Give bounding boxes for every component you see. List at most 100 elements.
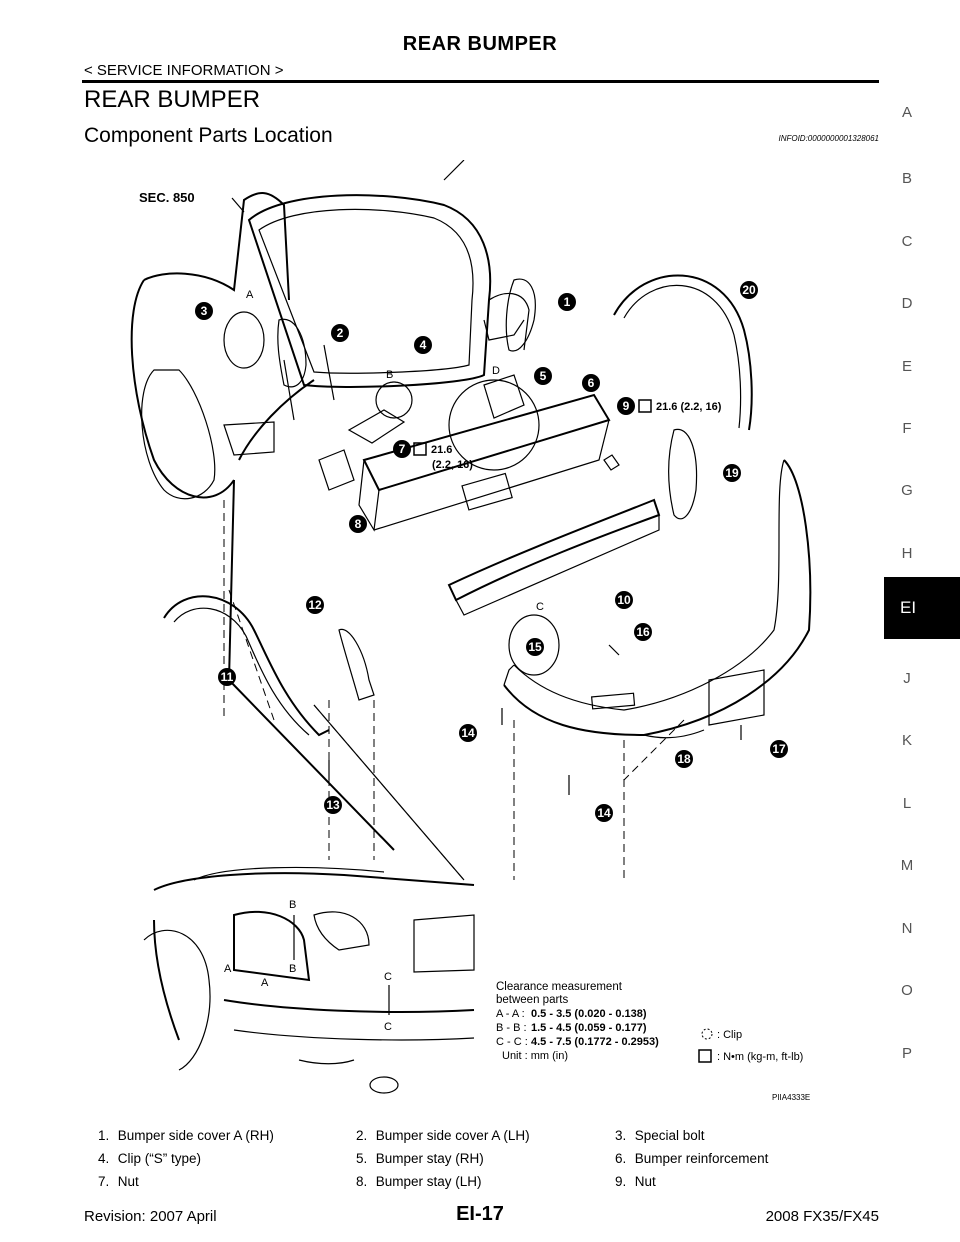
gap-label-c-top: C: [384, 971, 392, 983]
svg-text:Clearance measurement: Clearance measurement: [496, 981, 623, 993]
side-index-d[interactable]: D: [901, 295, 913, 312]
side-index-f[interactable]: F: [902, 420, 912, 437]
view-letter-a: A: [246, 289, 254, 301]
header-breadcrumb[interactable]: < SERVICE INFORMATION >: [84, 62, 284, 79]
callout-7: 7: [393, 440, 411, 458]
bumper-energy-absorber: [447, 498, 661, 602]
detail-view-c: [508, 614, 560, 676]
callout-13: 13: [324, 796, 342, 814]
svg-text:21.6: 21.6: [431, 444, 452, 456]
nut-9: [603, 454, 620, 471]
side-index-n[interactable]: N: [901, 920, 913, 937]
view-letter-d: D: [492, 365, 500, 377]
side-index-o[interactable]: O: [901, 982, 913, 999]
callout-14b: 14: [595, 804, 613, 822]
svg-text:18: 18: [677, 752, 691, 766]
svg-text:1: 1: [564, 295, 571, 309]
view-letter-b: B: [386, 369, 393, 381]
section-title: REAR BUMPER: [84, 86, 261, 113]
svg-text:12: 12: [308, 598, 322, 612]
view-letter-c: C: [536, 601, 544, 613]
callout-3: 3: [195, 302, 213, 320]
figure-code: PIIA4333E: [772, 1093, 810, 1102]
callout-18: 18: [675, 750, 693, 768]
fender-protector-rh: [613, 274, 753, 431]
gap-label-b-top: B: [289, 899, 296, 911]
side-index-b[interactable]: B: [901, 170, 912, 187]
vehicle-body-outline: [130, 160, 530, 851]
callout-19: 19: [723, 464, 741, 482]
svg-text:between parts: between parts: [496, 994, 568, 1006]
svg-text:5: 5: [540, 369, 547, 383]
svg-text:15: 15: [528, 640, 542, 654]
bumper-stay-rh: [483, 374, 525, 419]
side-index-c[interactable]: C: [901, 233, 913, 250]
svg-text:17: 17: [772, 742, 786, 756]
svg-text:(2.2, 16): (2.2, 16): [432, 459, 473, 471]
callout-10: 10: [615, 591, 633, 609]
svg-text:14: 14: [597, 806, 611, 820]
legend-row: 4. Clip (“S” type) 5. Bumper stay (RH) 6…: [98, 1151, 769, 1166]
callout-9: 9: [617, 397, 635, 415]
callout-11: 11: [218, 668, 236, 686]
side-index-ei[interactable]: EI: [884, 577, 960, 639]
gap-label-b-bottom: B: [289, 963, 296, 975]
callout-15: 15: [526, 638, 544, 656]
detail-view-a: [223, 311, 265, 369]
clip-16: [608, 644, 620, 656]
bumper-side-cover-rh: [505, 278, 536, 352]
footer-revision: Revision: 2007 April: [84, 1208, 217, 1225]
svg-text:8: 8: [355, 517, 362, 531]
side-index-j[interactable]: J: [903, 670, 911, 687]
section-subtitle: Component Parts Location: [84, 124, 333, 147]
footer-page-number: EI-17: [456, 1203, 504, 1225]
svg-text:9: 9: [623, 399, 630, 413]
symbol-legend: : Clip : N•m (kg-m, ft-lb): [698, 1028, 803, 1063]
svg-text:: Clip: : Clip: [717, 1029, 742, 1041]
bumper-stay-lh: [318, 449, 355, 491]
svg-text:20: 20: [742, 283, 756, 297]
svg-text:6: 6: [588, 376, 595, 390]
svg-text:7: 7: [399, 442, 406, 456]
side-index-e[interactable]: E: [901, 358, 912, 375]
side-index-a[interactable]: A: [901, 104, 912, 121]
side-index-l[interactable]: L: [902, 795, 912, 812]
legend-row: 1. Bumper side cover A (RH) 2. Bumper si…: [98, 1128, 705, 1143]
svg-text:3: 3: [201, 304, 208, 318]
svg-text:14: 14: [461, 726, 475, 740]
fender-protector-lh: [163, 595, 330, 737]
clearance-measurement-block: Clearance measurement between parts A - …: [496, 981, 659, 1062]
svg-text:C - C :: C - C :: [496, 1036, 528, 1048]
svg-text:B - B :: B - B :: [496, 1022, 527, 1034]
side-index-p[interactable]: P: [901, 1045, 912, 1062]
svg-text:0.5 - 3.5 (0.020 - 0.138): 0.5 - 3.5 (0.020 - 0.138): [531, 1008, 647, 1020]
legend-row: 7. Nut 8. Bumper stay (LH) 9. Nut: [98, 1174, 656, 1189]
section-number-label: SEC. 850: [139, 190, 195, 205]
svg-text:Unit : mm (in): Unit : mm (in): [502, 1050, 568, 1062]
side-index-k[interactable]: K: [901, 732, 912, 749]
callout-14a: 14: [459, 724, 477, 742]
svg-text:16: 16: [636, 625, 650, 639]
gap-label-a-left: A: [224, 963, 232, 975]
torque-symbol-icon: [698, 1049, 712, 1063]
callout-2: 2: [331, 324, 349, 342]
gap-label-a-right: A: [261, 977, 269, 989]
bumper-bracket-lh: [338, 628, 375, 701]
svg-text:21.6 (2.2, 16): 21.6 (2.2, 16): [656, 401, 722, 413]
svg-text:19: 19: [725, 466, 739, 480]
side-index-m[interactable]: M: [900, 857, 914, 874]
callout-1: 1: [558, 293, 576, 311]
rear-bumper-fascia: [503, 459, 812, 739]
side-index-g[interactable]: G: [901, 482, 913, 499]
info-id: INFOID:0000000001328061: [778, 134, 879, 143]
svg-text:1.5 - 4.5 (0.059 - 0.177): 1.5 - 4.5 (0.059 - 0.177): [531, 1022, 647, 1034]
bumper-reinforcement: [358, 393, 611, 532]
vehicle-rear-view-lower: [143, 866, 475, 1094]
svg-text:10: 10: [617, 593, 631, 607]
header-divider: [82, 80, 879, 83]
svg-text:A - A :: A - A :: [496, 1008, 525, 1020]
detail-view-d: [448, 379, 540, 471]
svg-text:11: 11: [221, 670, 234, 684]
callout-8: 8: [349, 515, 367, 533]
side-index-h[interactable]: H: [901, 545, 913, 562]
